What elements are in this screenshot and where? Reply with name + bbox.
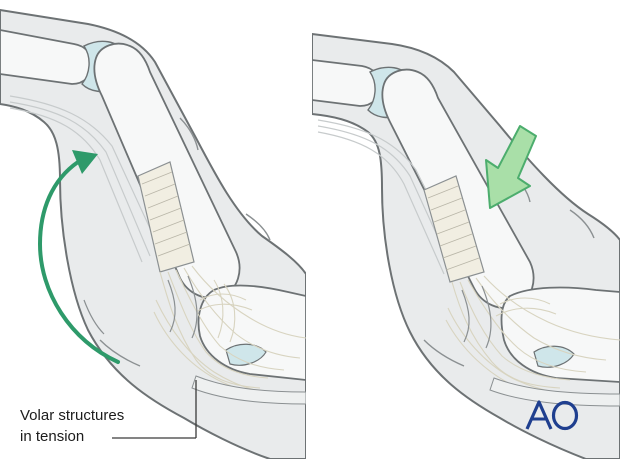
callout-line-1: Volar structures [20, 407, 125, 424]
down-left-arrow-icon [485, 125, 537, 209]
curved-arrow-icon [37, 150, 120, 364]
left-volar-structures [153, 265, 306, 403]
callout-leader [112, 380, 197, 439]
panel-divider [306, 0, 312, 459]
callout-volar-structures: Volar structures in tension [20, 405, 124, 447]
right-panel-finger [312, 32, 620, 459]
left-panel-finger [0, 8, 306, 459]
callout-line-2: in tension [20, 428, 85, 445]
right-volar-ligament [423, 175, 485, 283]
left-volar-ligament [137, 161, 195, 273]
left-proximal-phalanx [197, 284, 306, 381]
ao-logo-icon [525, 400, 579, 431]
